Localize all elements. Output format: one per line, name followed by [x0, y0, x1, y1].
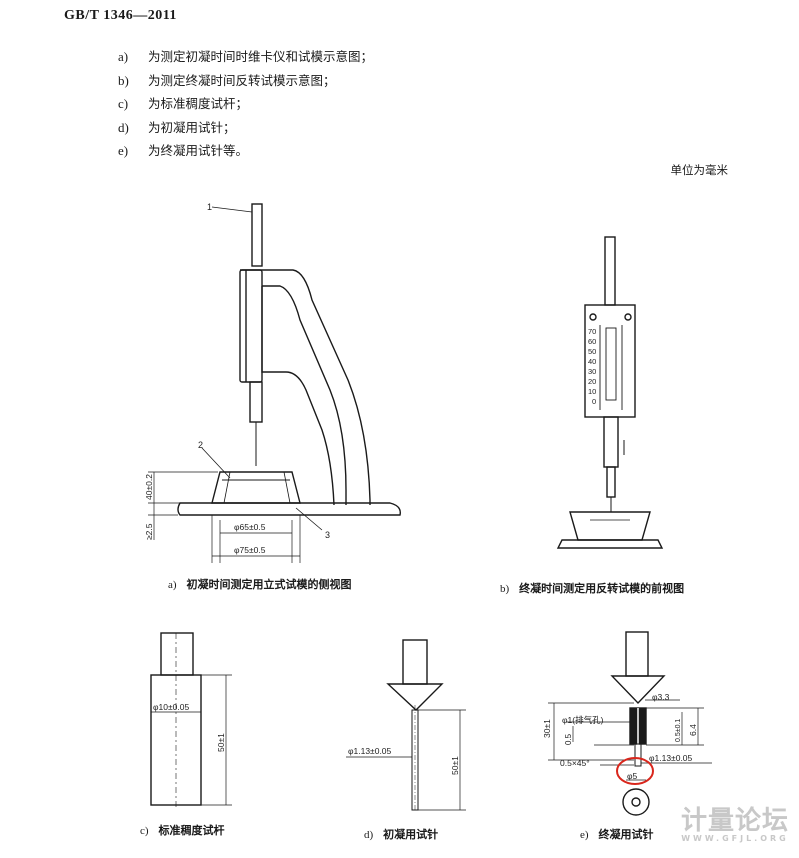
svg-text:φ1(排气孔): φ1(排气孔)	[562, 715, 604, 725]
list-item: b)为测定终凝时间反转试模示意图；	[118, 72, 336, 88]
watermark-logo: 计量论坛 WWW.GFJL.ORG	[680, 806, 789, 843]
svg-text:50±1: 50±1	[450, 756, 460, 775]
dim-outer-dia: φ75±0.5	[234, 545, 266, 555]
svg-text:φ1.13±0.05: φ1.13±0.05	[649, 753, 693, 763]
callout-2: 2	[198, 440, 203, 450]
callout-3: 3	[325, 530, 330, 540]
list-item: d)为初凝用试针；	[118, 119, 236, 135]
figure-e-caption: e)终凝用试针	[580, 828, 654, 841]
svg-text:φ10±0.05: φ10±0.05	[153, 702, 189, 712]
svg-text:0.5: 0.5	[564, 733, 573, 745]
svg-text:30±1: 30±1	[542, 719, 552, 738]
svg-text:0: 0	[592, 397, 596, 406]
svg-text:30: 30	[588, 367, 596, 376]
dim-base: ≥2.5	[144, 523, 154, 540]
figure-c-caption: c)标准稠度试杆	[140, 824, 225, 837]
svg-text:φ1.13±0.05: φ1.13±0.05	[348, 746, 392, 756]
figure-d-caption: d)初凝用试针	[364, 828, 439, 841]
svg-text:50±1: 50±1	[216, 733, 226, 752]
list-item: a)为测定初凝时间时维卡仪和试模示意图；	[118, 49, 374, 64]
unit-note: 单位为毫米	[670, 163, 729, 177]
list-item: c)为标准稠度试杆；	[118, 96, 249, 111]
svg-text:0.5±0.1: 0.5±0.1	[675, 719, 682, 742]
svg-text:20: 20	[588, 377, 596, 386]
svg-text:φ3.3: φ3.3	[652, 692, 670, 702]
figure-a-caption: a)初凝时间测定用立式试模的侧视图	[168, 578, 352, 591]
list-item: e)为终凝用试针等。	[118, 143, 249, 158]
dim-inner-dia: φ65±0.5	[234, 522, 266, 532]
svg-text:70: 70	[588, 327, 596, 336]
highlight-circle	[616, 757, 654, 785]
standard-number: GB/T 1346—2011	[64, 8, 177, 23]
svg-text:φ5: φ5	[627, 771, 638, 781]
callout-1: 1	[207, 202, 212, 212]
svg-text:40: 40	[588, 357, 596, 366]
svg-text:10: 10	[588, 387, 596, 396]
figure-b-caption: b)终凝时间测定用反转试模的前视图	[500, 582, 685, 595]
figure-item-list: a)为测定初凝时间时维卡仪和试模示意图； b)为测定终凝时间反转试模示意图； c…	[118, 45, 373, 163]
svg-text:0.5×45°: 0.5×45°	[560, 758, 590, 768]
svg-text:50: 50	[588, 347, 596, 356]
svg-text:60: 60	[588, 337, 596, 346]
dim-height: 40±0.2	[144, 474, 154, 500]
svg-text:6.4: 6.4	[688, 724, 698, 736]
